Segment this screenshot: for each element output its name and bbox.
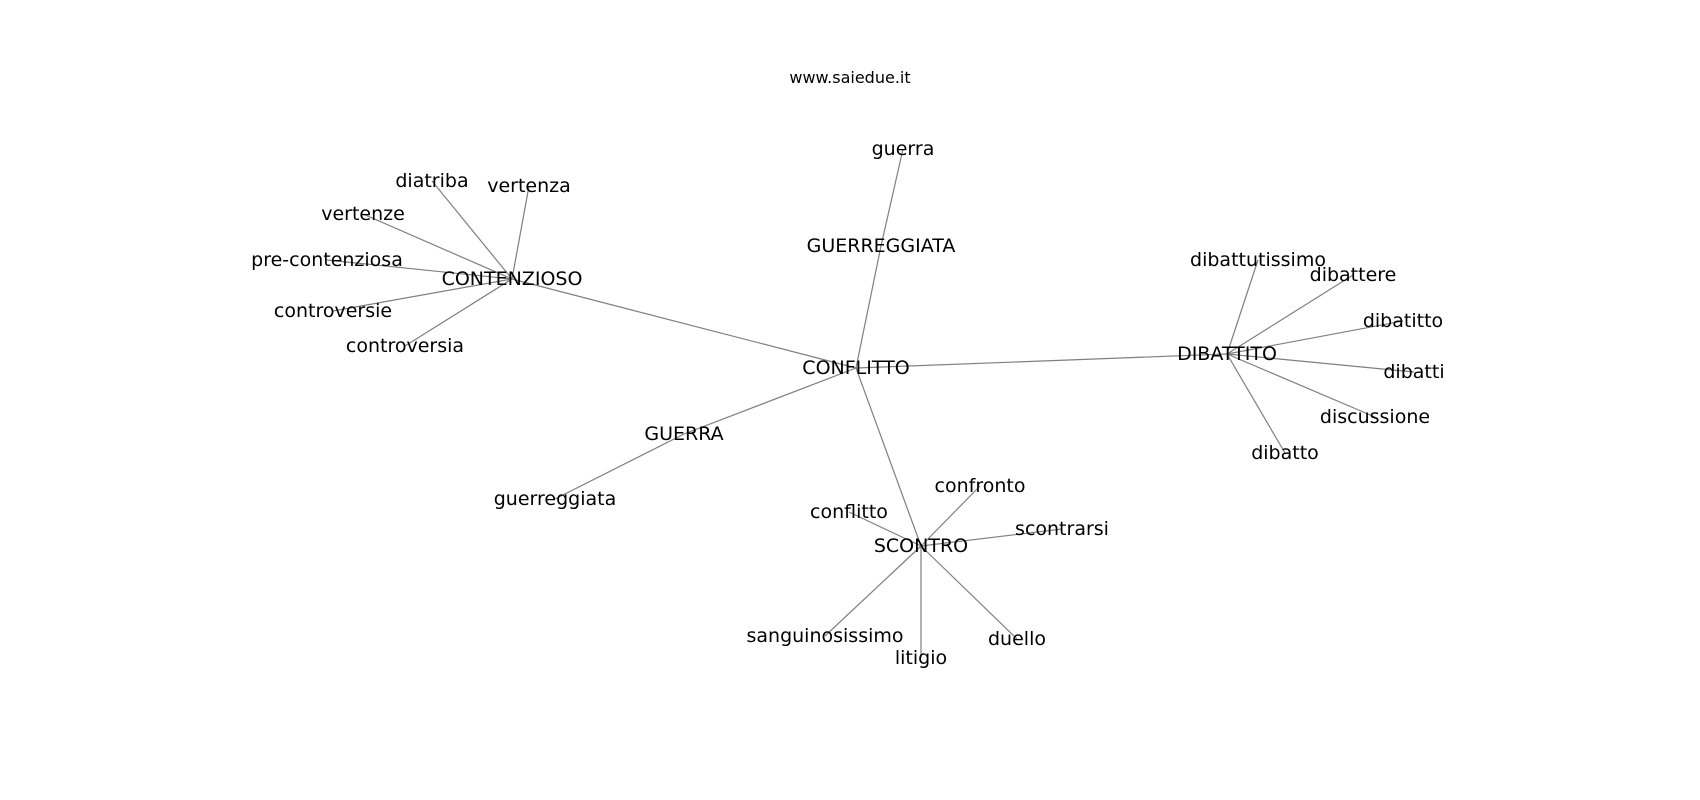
- edges-layer: [326, 148, 1415, 658]
- edge-conflitto_hub-guerra_hub: [683, 367, 857, 435]
- node-controversia: controversia: [346, 335, 464, 357]
- edge-conflitto_hub-scontro: [855, 367, 922, 547]
- node-contenzioso: CONTENZIOSO: [442, 268, 583, 290]
- node-litigio: litigio: [895, 647, 947, 669]
- node-scontro: SCONTRO: [874, 535, 968, 557]
- node-guerreggiata: guerreggiata: [494, 488, 617, 510]
- node-confronto: confronto: [935, 475, 1026, 497]
- edge-dibattito-dibattere: [1226, 274, 1354, 355]
- node-duello: duello: [988, 628, 1046, 650]
- node-vertenze: vertenze: [321, 203, 405, 225]
- edge-scontro-scontrarsi: [920, 528, 1063, 547]
- edge-scontro-conflitto: [848, 511, 922, 547]
- edge-guerreggiata_hub-guerra: [880, 148, 904, 247]
- edge-scontro-confronto: [920, 485, 981, 547]
- edge-dibattito-dibatto: [1226, 353, 1286, 454]
- edge-conflitto_hub-dibattito: [855, 353, 1228, 369]
- node-guerra-hub: GUERRA: [644, 423, 723, 445]
- node-discussione: discussione: [1320, 406, 1430, 428]
- site-credit: www.saiedue.it: [789, 68, 910, 87]
- edge-contenzioso-vertenze: [362, 213, 513, 280]
- node-diatriba: diatriba: [395, 170, 468, 192]
- node-guerra: guerra: [872, 138, 935, 160]
- edge-conflitto_hub-contenzioso: [511, 278, 857, 369]
- nodes-layer: CONFLITTO CONTENZIOSO DIBATTITO SCONTRO GUER…: [251, 138, 1444, 669]
- node-conflitto: conflitto: [810, 501, 888, 523]
- node-scontrarsi: scontrarsi: [1015, 518, 1109, 540]
- node-sanguinosissimo: sanguinosissimo: [746, 625, 903, 647]
- node-dibattutissimo: dibattutissimo: [1190, 249, 1326, 271]
- node-dibatitto: dibatitto: [1363, 310, 1443, 332]
- edge-contenzioso-pre_contenziosa: [326, 259, 513, 280]
- node-dibatti: dibatti: [1383, 361, 1444, 383]
- node-pre-contenziosa: pre-contenziosa: [251, 249, 403, 271]
- node-dibattere: dibattere: [1310, 264, 1397, 286]
- edge-dibattito-dibatti: [1226, 353, 1415, 373]
- node-conflitto-hub: CONFLITTO: [802, 357, 909, 379]
- edge-dibattito-dibatitto: [1226, 320, 1404, 355]
- edge-scontro-duello: [920, 545, 1018, 640]
- edge-scontro-sanguinosissimo: [824, 545, 922, 637]
- node-guerreggiata-hub: GUERREGGIATA: [807, 235, 956, 257]
- node-vertenza: vertenza: [487, 175, 571, 197]
- node-dibatto: dibatto: [1251, 442, 1319, 464]
- edge-contenzioso-controversia: [404, 278, 513, 347]
- edge-dibattito-discussione: [1226, 353, 1376, 418]
- edge-conflitto_hub-guerreggiata_hub: [855, 245, 882, 369]
- edge-guerra_hub-guerreggiata: [554, 433, 685, 500]
- edge-dibattito-dibattutissimo: [1226, 259, 1259, 355]
- edge-contenzioso-controversie: [332, 278, 513, 312]
- node-dibattito: DIBATTITO: [1177, 343, 1277, 365]
- edge-contenzioso-vertenza: [511, 185, 530, 280]
- node-controversie: controversie: [274, 300, 392, 322]
- edge-contenzioso-diatriba: [431, 180, 513, 280]
